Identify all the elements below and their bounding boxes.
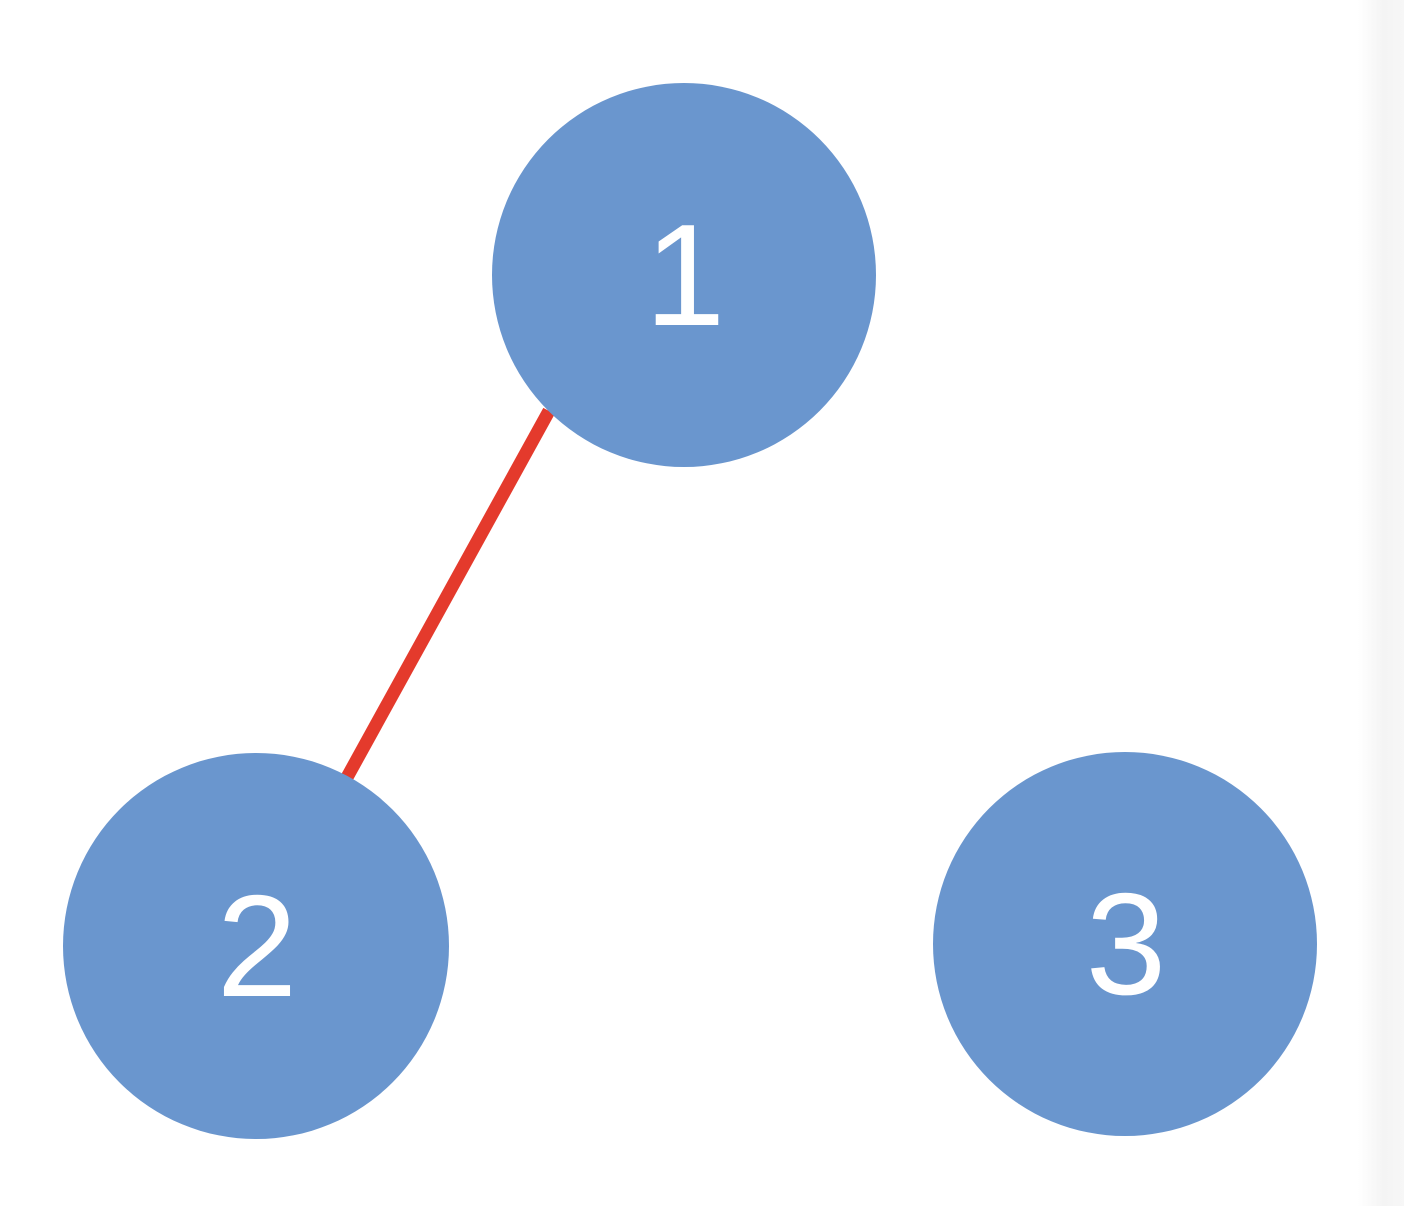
node-2-label: 2 xyxy=(217,865,296,1027)
node-2-circle[interactable] xyxy=(63,753,449,1139)
node-3-circle[interactable] xyxy=(933,752,1317,1136)
node-3[interactable]: 3 xyxy=(933,752,1317,1136)
node-2[interactable]: 2 xyxy=(63,753,449,1139)
edges-layer xyxy=(339,407,555,785)
nodes-layer: 1 2 3 xyxy=(63,83,1317,1139)
node-1-circle[interactable] xyxy=(492,83,876,467)
scrollbar-track[interactable] xyxy=(1358,0,1404,1206)
node-1-label: 1 xyxy=(645,194,724,356)
node-1[interactable]: 1 xyxy=(492,83,876,467)
node-3-label: 3 xyxy=(1086,863,1165,1025)
edge-1-2[interactable] xyxy=(339,407,555,785)
